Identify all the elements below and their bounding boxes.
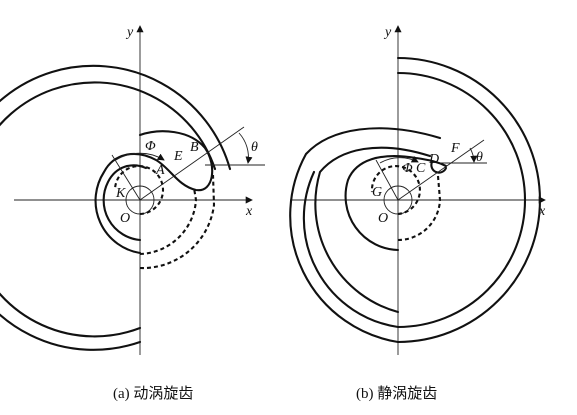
panel-a-label-o: O [120,211,130,226]
panel-b-inner-spiral [344,155,448,252]
panel-a-y-label: y [125,25,134,40]
panel-a-outer-wall [0,64,232,351]
panel-a: x y O K A E B Φ θ [0,25,265,355]
panel-b-dashed-spiral [397,175,442,242]
panel-a-label-phi: Φ [145,139,156,154]
panel-a-label-k: K [115,186,126,201]
panel-b-label-d: D [428,152,439,167]
panel-b-x-label: x [538,204,546,219]
panel-b-ray-g [375,159,399,201]
panel-a-inner-spiral-core [102,164,148,242]
panel-a-label-e: E [173,149,183,164]
panel-b-dashed-core [370,165,421,216]
panel-b-phi-arc [379,155,419,164]
caption-a: (a) 动涡旋齿 [113,385,193,402]
caption-b: (b) 静涡旋齿 [356,385,437,402]
panel-b: x y O G Φ C D F θ [289,25,546,355]
panel-a-label-theta: θ [251,140,258,155]
panel-a-inner-spiral [94,130,214,255]
panel-b-label-theta: θ [476,150,483,165]
panel-a-dashed-core [113,165,165,216]
panel-b-middle-wall [289,127,442,344]
panel-b-outer-wall [396,56,541,344]
panel-b-label-f: F [450,141,460,156]
panel-a-theta-arc [238,132,253,164]
panel-a-x-label: x [245,204,253,219]
panel-a-phi-arc [115,152,165,161]
panel-b-label-phi: Φ [402,161,413,176]
panel-a-label-a: A [155,163,165,178]
panel-a-dashed-spiral-inner [139,187,198,256]
panel-b-tip [430,160,448,174]
panel-b-ray-f [397,139,485,201]
panel-b-middle-wall-inner [314,146,432,314]
panel-b-theta-arc [469,147,478,163]
panel-a-ray-b [139,126,245,201]
panel-b-y-label: y [383,25,392,40]
panel-b-outer-wall-inner [302,71,526,329]
panel-a-dashed-spiral [139,174,216,270]
panel-b-label-g: G [372,185,382,200]
panel-a-outer-wall-inner [0,81,217,338]
panel-a-label-b: B [190,140,199,155]
panel-b-label-c: C [416,161,426,176]
panel-a-ray-k [111,154,141,201]
panel-b-label-o: O [378,211,388,226]
